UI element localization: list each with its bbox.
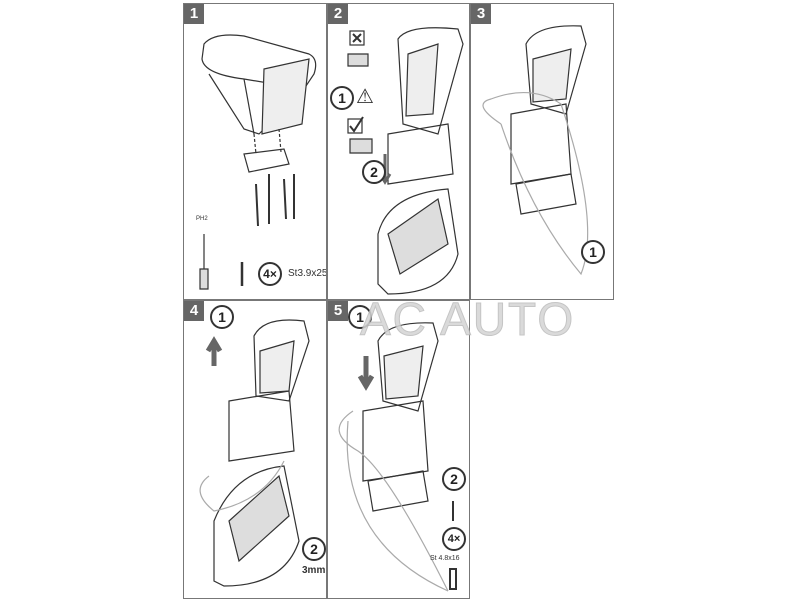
check-box-icon [347,118,363,134]
hex-key-size: 3mm [302,565,326,576]
step-1-panel: 1 PH2 4× St3.9x25 [183,3,327,300]
quantity-badge: 4× [442,527,466,551]
step-number: 2 [328,4,348,24]
quantity-badge: 4× [258,262,282,286]
step-2-marker: 2 [362,160,386,184]
final-mounting-drawing [338,322,457,592]
cross-box-icon [349,30,365,46]
armrest-removal-drawing [347,27,464,295]
step-1-marker: 1 [348,305,372,329]
cover-removal-drawing [482,25,589,276]
step-1-marker: 1 [581,240,605,264]
tool-label: PH2 [196,216,208,222]
step-4-panel: 4 1 2 3mm [183,300,327,599]
step-number: 1 [184,4,204,24]
step-2-marker: 2 [442,467,466,491]
warning-icon: ⚠ [356,86,374,108]
lid-removal-drawing [199,319,310,587]
step-number: 3 [471,4,491,24]
step-number: 4 [184,301,204,321]
step-1-marker: 1 [210,305,234,329]
step-5-panel: 5 1 2 4× St 4.8x16 [327,300,470,599]
screw-spec: St 4.8x16 [430,555,460,562]
step-number: 5 [328,301,348,321]
step-1-marker: 1 [330,86,354,110]
step-2-marker: 2 [302,537,326,561]
step-3-panel: 3 1 [470,3,614,300]
screw-spec: St3.9x25 [288,268,327,279]
step-2-panel: 2 1 ⚠ 2 [327,3,470,300]
armrest-assembly-drawing [199,34,317,290]
